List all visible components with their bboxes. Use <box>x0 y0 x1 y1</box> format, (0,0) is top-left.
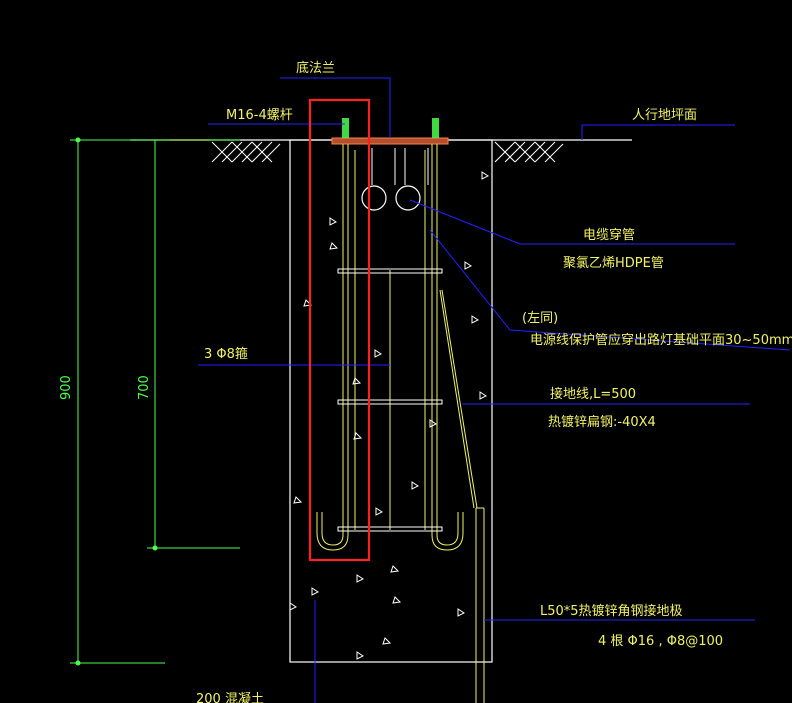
stirrups <box>337 268 443 532</box>
angle-steel-rod <box>475 507 485 703</box>
label-conduit-note: 电源线保护管应穿出路灯基础平面30~50mm <box>530 332 792 348</box>
base-flange <box>331 137 449 145</box>
dim-inner-depth: 700 <box>137 375 152 400</box>
soil-hatch-right <box>494 141 564 163</box>
conduit-lines <box>371 148 429 185</box>
label-pedestrian-ground: 人行地坪面 <box>632 108 697 123</box>
concrete-aggregate <box>289 171 489 660</box>
label-flat-steel: 热镀锌扁钢:-40X4 <box>548 414 656 430</box>
label-angle-steel: L50*5热镀锌角钢接地极 <box>540 603 683 619</box>
leader-lines <box>198 77 791 703</box>
label-stirrup: 3 Φ8箍 <box>204 346 248 362</box>
label-hdpe-pipe: 聚氯乙烯HDPE管 <box>563 256 664 271</box>
bolt-right <box>432 118 439 138</box>
soil-hatch-left <box>211 141 281 163</box>
dim-total-depth: 900 <box>59 375 74 400</box>
label-bolt: M16-4螺杆 <box>226 108 293 123</box>
label-rebar: 4 根 Φ16 , Φ8@100 <box>598 634 723 649</box>
foundation-outline <box>289 139 493 663</box>
conduit-circle-right <box>395 185 421 211</box>
label-ground-wire: 接地线,L=500 <box>550 386 636 402</box>
conduit-circle-left <box>361 185 387 211</box>
dimension-lines <box>70 137 240 666</box>
label-same-left: (左同) <box>522 311 558 326</box>
bolt-left <box>342 118 349 138</box>
label-cable-conduit: 电缆穿管 <box>583 227 635 243</box>
highlight-box <box>308 98 371 562</box>
label-base-flange: 底法兰 <box>296 60 335 76</box>
label-bottom-partial: 200 混凝土 <box>196 691 264 703</box>
rebar-cage <box>316 144 478 551</box>
